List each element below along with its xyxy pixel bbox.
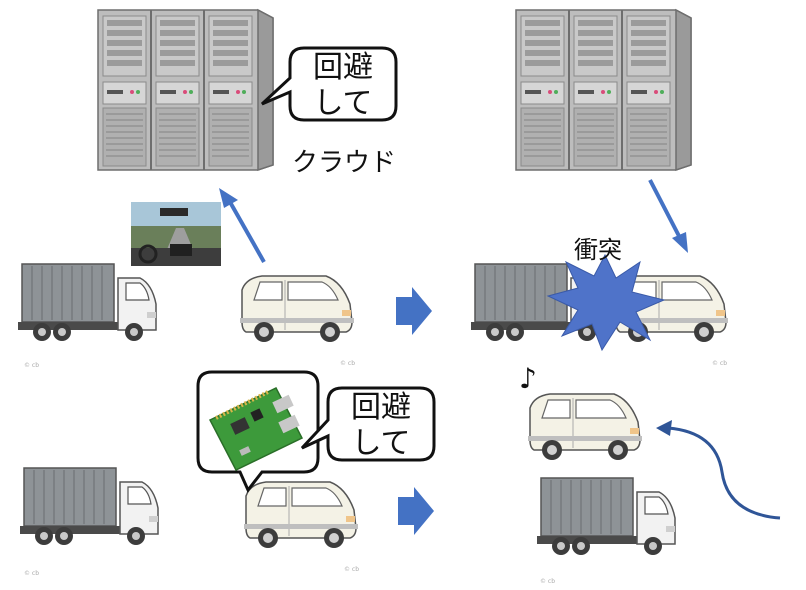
- speech-bubble-top: [260, 46, 398, 122]
- credit-mark: © cb: [344, 566, 360, 573]
- arrow-down-icon: [648, 179, 688, 253]
- cloud-label: クラウド: [292, 148, 397, 178]
- bubble-top-line1: 回避: [313, 50, 373, 85]
- bubble-bottom-text: 回避 して: [334, 390, 428, 462]
- dashcam-photo-icon: [131, 202, 221, 266]
- van-icon: [239, 275, 355, 343]
- credit-mark: © cb: [24, 570, 40, 577]
- server-rack-icon: [98, 10, 273, 170]
- bubble-bottom-line2: して: [351, 426, 411, 461]
- collision-label: 衝突: [574, 236, 622, 264]
- van-icon: [243, 481, 359, 549]
- music-note-icon: ♪: [519, 362, 537, 395]
- bubble-top-text: 回避 して: [296, 50, 390, 122]
- bubble-top-line2: して: [313, 86, 373, 121]
- arrow-up-icon: [219, 188, 266, 263]
- raspberry-pi-board-icon: [208, 387, 304, 471]
- truck-icon: [17, 263, 157, 342]
- credit-mark: © cb: [540, 578, 556, 585]
- speech-bubble-bottom: [300, 386, 436, 462]
- arrow-right-icon: [398, 487, 434, 535]
- credit-mark: © cb: [340, 360, 356, 367]
- arrow-right-icon: [396, 287, 432, 335]
- truck-icon: [536, 477, 676, 556]
- server-rack-icon: [516, 10, 691, 170]
- credit-mark: © cb: [24, 362, 40, 369]
- truck-icon: [19, 467, 159, 546]
- curved-arrow-icon: [656, 420, 781, 520]
- bubble-bottom-line1: 回避: [351, 390, 411, 425]
- van-icon: [527, 393, 643, 461]
- credit-mark: © cb: [712, 360, 728, 367]
- explosion-icon: [546, 253, 666, 352]
